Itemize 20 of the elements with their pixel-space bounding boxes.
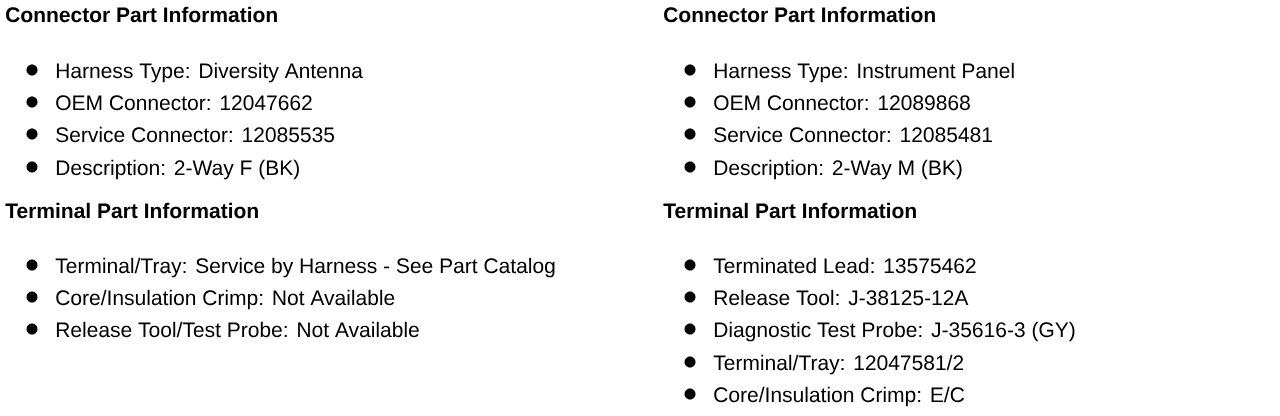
list-item: Core/Insulation Crimp: E/C bbox=[714, 386, 965, 407]
list-item: Harness Type: Diversity Antenna bbox=[56, 62, 363, 83]
list-item: Harness Type: Instrument Panel bbox=[714, 62, 1014, 83]
list-item: Terminal/Tray: Service by Harness - See Part Catalog bbox=[55, 257, 555, 278]
list-item: Terminated Lead: 13575462 bbox=[713, 257, 976, 274]
list-item: Description: 2-Way F (BK) bbox=[56, 159, 299, 180]
list-item: Release Tool/Test Probe: Not Available bbox=[56, 321, 419, 338]
list-item: OEM Connector: 12089868 bbox=[714, 95, 970, 111]
list-item: OEM Connector: 12047662 bbox=[56, 95, 312, 111]
list-item: Release Tool: J-38125-12A bbox=[714, 289, 969, 306]
section-heading: Connector Part Information bbox=[664, 6, 935, 23]
section-heading: Terminal Part Information bbox=[663, 202, 916, 219]
list-item: Service Connector: 12085481 bbox=[714, 126, 992, 143]
list-item: Terminal/Tray: 12047581/2 bbox=[713, 354, 964, 375]
list-item: Service Connector: 12085535 bbox=[56, 126, 335, 143]
list-item: Diagnostic Test Probe: J-35616-3 (GY) bbox=[714, 321, 1075, 342]
section-heading: Terminal Part Information bbox=[5, 202, 258, 219]
list-item: Description: 2-Way M (BK) bbox=[714, 159, 962, 180]
list-item: Core/Insulation Crimp: Not Available bbox=[56, 289, 395, 310]
section-heading: Connector Part Information bbox=[6, 6, 277, 23]
